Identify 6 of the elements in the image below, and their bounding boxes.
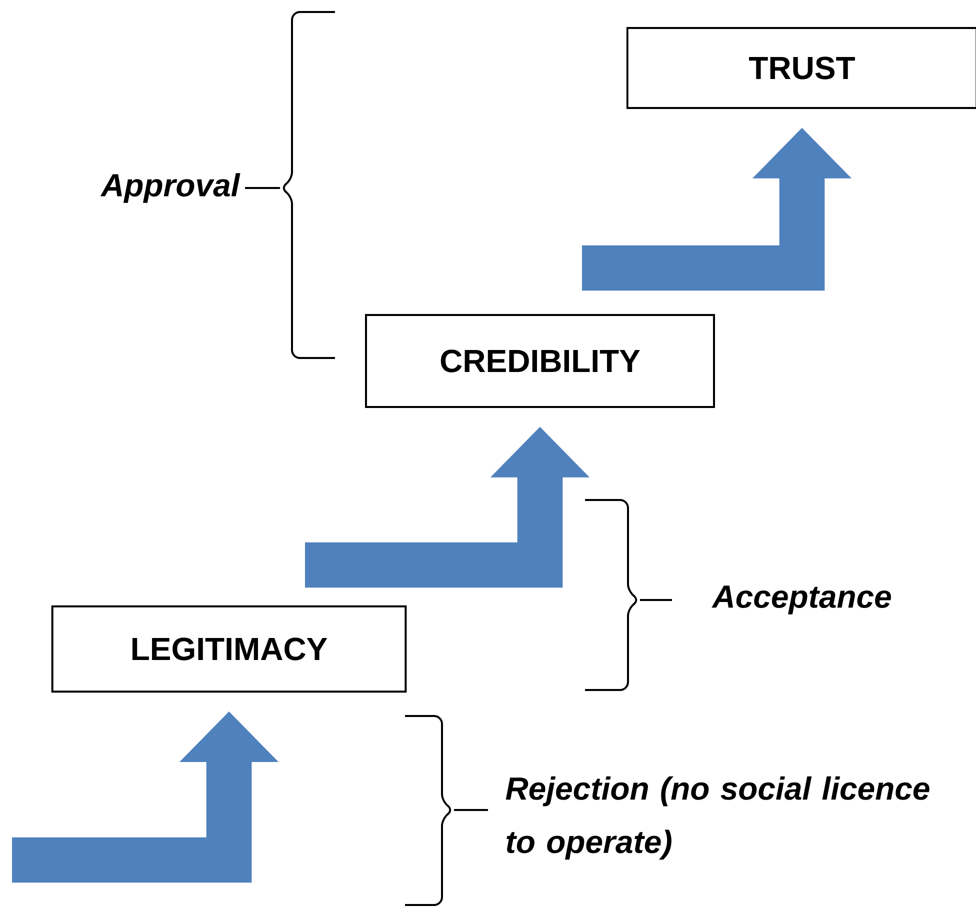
bracket-label: Approval [100, 173, 240, 203]
text-box: LEGITIMACY [51, 605, 407, 693]
bracket-label: Acceptance [712, 586, 891, 614]
text-box: TRUST [626, 27, 976, 109]
bracket-label: Rejection (no social licence to operate) [506, 776, 930, 860]
text-box: CREDIBILITY [365, 314, 715, 408]
